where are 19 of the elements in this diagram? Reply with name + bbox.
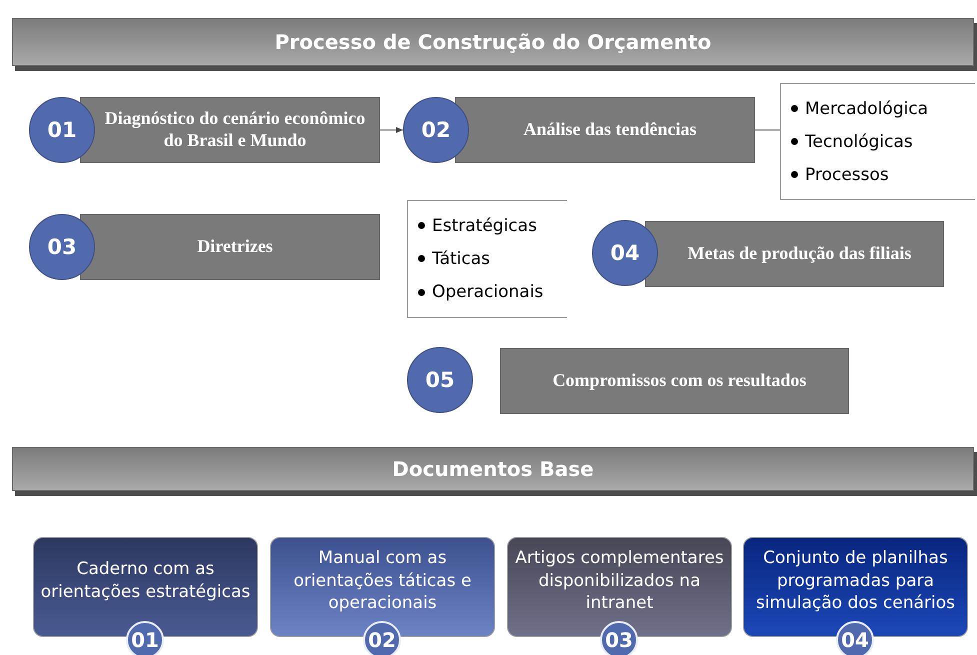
process-box: Análise das tendências xyxy=(455,97,755,163)
step-number-circle: 03 xyxy=(29,214,95,280)
process-box: Diagnóstico do cenário econômico do Brasil e Mundo xyxy=(80,97,380,163)
step-number-circle: 05 xyxy=(407,347,473,413)
process-box: Compromissos com os resultados xyxy=(500,348,849,414)
bullet-item: Táticas xyxy=(418,248,567,269)
bullet-item: Processos xyxy=(791,164,975,184)
process-box: Metas de produção das filiais xyxy=(645,221,944,287)
bullet-item: Estratégicas xyxy=(418,216,567,236)
process-box: Diretrizes xyxy=(80,214,380,280)
bullet-item: Mercadológica xyxy=(791,98,975,118)
bullet-item: Operacionais xyxy=(418,282,567,302)
bullet-item: Tecnológicas xyxy=(791,132,975,152)
step-number-circle: 01 xyxy=(29,97,95,163)
step-number-circle: 02 xyxy=(403,97,469,163)
bullet-list-bracket xyxy=(780,83,975,200)
arrow xyxy=(380,127,404,133)
step-number-circle: 04 xyxy=(592,220,658,286)
bullet-list-bracket xyxy=(407,200,567,318)
